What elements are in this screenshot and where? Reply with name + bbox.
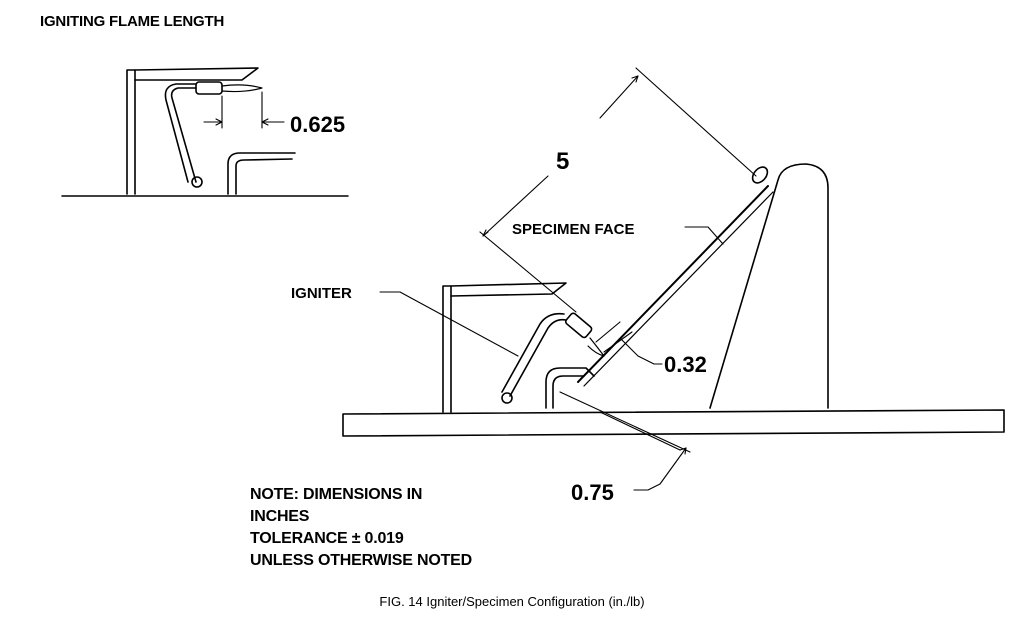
support-block <box>709 163 829 409</box>
note-line-4: UNLESS OTHERWISE NOTED <box>250 552 472 569</box>
igniter-tube <box>509 318 567 397</box>
main-assembly <box>342 67 1005 491</box>
inset-igniter-tip <box>191 176 203 188</box>
igniter-tip <box>501 392 513 404</box>
igniter-leader <box>379 291 519 357</box>
dim-5-line-b <box>482 175 549 237</box>
inset-dim-arrow-2 <box>261 118 285 126</box>
dim-075-line <box>633 447 687 491</box>
inset-dim-arrow-1 <box>203 118 223 126</box>
dim-075-ext-1 <box>559 391 691 453</box>
specimen-face-label: SPECIMEN FACE <box>512 221 635 238</box>
note-line-3: TOLERANCE ± 0.019 <box>250 530 404 547</box>
dim-032-line <box>621 339 663 365</box>
igniter-nozzle <box>564 312 593 339</box>
burner-housing <box>442 285 452 413</box>
dim-032-ext-1 <box>595 321 621 343</box>
dim-5-ext-1 <box>635 67 757 177</box>
specimen-face-leader <box>684 226 724 245</box>
dim-5-ext-2 <box>479 231 577 313</box>
distance-dimension: 0.75 <box>571 480 614 505</box>
inset-burner-top <box>134 67 259 81</box>
specimen-length-dimension: 5 <box>556 148 569 175</box>
dimension-note: NOTE: DIMENSIONS IN INCHES TOLERANCE ± 0… <box>250 484 580 572</box>
dim-032-ext-2 <box>603 331 633 353</box>
base-plate <box>342 409 1005 437</box>
inset-igniter-tube <box>170 87 197 183</box>
flame-length-inset: 0.625 <box>61 67 349 197</box>
inset-flame <box>221 84 263 93</box>
burner-housing-top <box>450 282 567 297</box>
figure-heading: IGNITING FLAME LENGTH <box>40 13 225 30</box>
figure-caption: FIG. 14 Igniter/Specimen Configuration (… <box>379 594 645 609</box>
inset-burner-body <box>126 69 136 195</box>
igniter-label: IGNITER <box>291 285 352 302</box>
flame-length-dimension: 0.625 <box>290 112 345 137</box>
igniter-flame <box>587 337 605 357</box>
note-line-2: INCHES <box>250 508 310 525</box>
specimen-tab <box>751 166 769 184</box>
dim-075-arrowhead <box>679 447 687 455</box>
dim-075-ext-2 <box>599 411 681 451</box>
dim-5-arrowheads <box>482 75 639 237</box>
offset-dimension: 0.32 <box>664 352 707 377</box>
note-line-1: NOTE: DIMENSIONS IN <box>250 486 423 503</box>
dim-5-line-a <box>599 75 639 119</box>
inset-igniter-nozzle <box>195 81 223 95</box>
specimen-face <box>577 185 769 383</box>
specimen-holder <box>545 367 595 409</box>
inset-holder <box>227 152 296 195</box>
